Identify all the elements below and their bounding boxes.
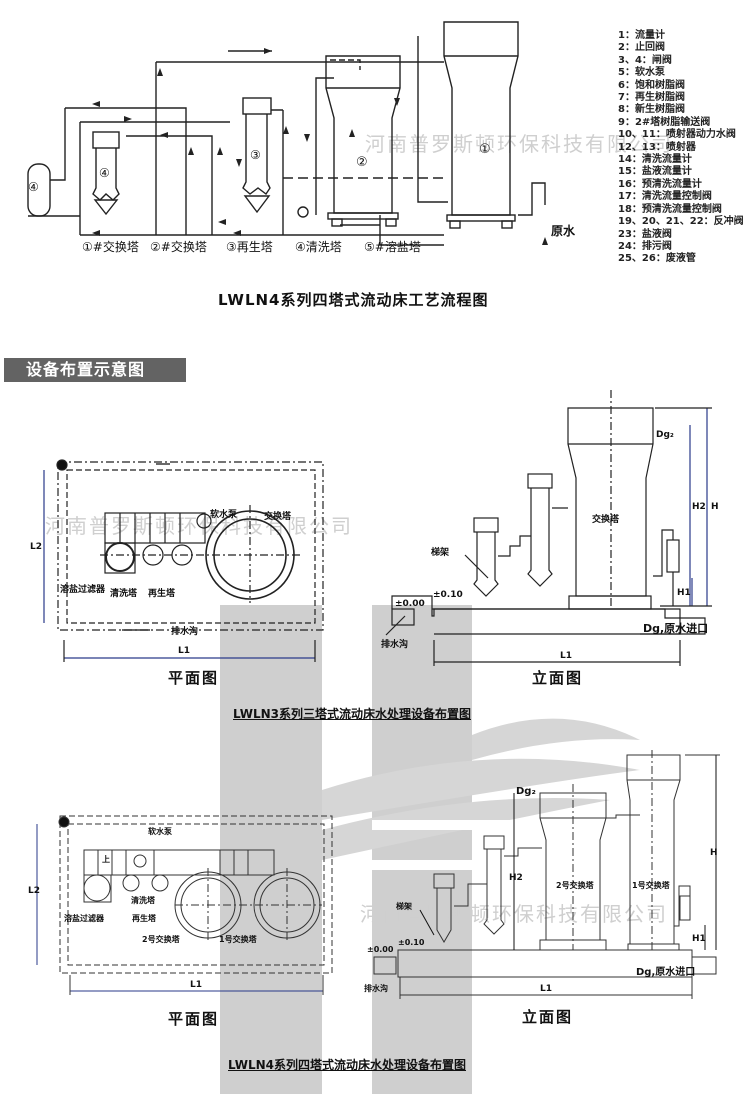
label-pump: 软水泵 <box>210 510 238 520</box>
vessel-mark: ③ <box>250 148 261 162</box>
tower-label: ⑤#溶盐塔 <box>364 240 421 254</box>
legend-item: 9：2#塔树脂输送阀 <box>618 116 711 128</box>
legend-item: 14：清洗流量计 <box>618 154 692 166</box>
level-1: ±0.10 <box>398 938 425 947</box>
tower-label: ③再生塔 <box>226 240 273 254</box>
vessel-mark: ④ <box>99 166 110 180</box>
watermark: 河南普罗斯顿环保科技有限公司 <box>360 902 668 926</box>
label-dg2: Dg₂ <box>516 786 536 797</box>
label-inlet: Dg,原水进口 <box>636 967 696 978</box>
label-exchange-tower-2: 2号交换塔 <box>556 881 594 890</box>
plan-caption: 平面图 <box>168 669 220 687</box>
pump-icon <box>297 206 309 218</box>
section-header: 设备布置示意图 <box>4 358 186 382</box>
dim-h1: H1 <box>692 934 706 944</box>
dim-h: H <box>711 502 719 512</box>
label-pump: 软水泵 <box>148 827 172 836</box>
legend-item: 19、20、21、22：反冲阀 <box>618 216 744 228</box>
tower-label: ①#交换塔 <box>82 240 139 254</box>
exchange-tower-2 <box>325 55 401 227</box>
legend-item: 1：流量计 <box>618 30 665 41</box>
elevation-caption: 立面图 <box>532 669 584 687</box>
dim-l1: L1 <box>178 646 190 656</box>
dim-h1: H1 <box>677 588 691 598</box>
dim-l2: L2 <box>28 886 40 896</box>
legend-item: 8：新生树脂阀 <box>618 104 685 116</box>
label-up: 上 <box>102 855 110 864</box>
exchange-tower-1 <box>443 21 519 229</box>
label-dg2: Dg₂ <box>656 430 674 440</box>
lwln3-elevation-view <box>385 390 712 666</box>
label-drain: 排水沟 <box>381 640 409 650</box>
label-exchange-tower: 交换塔 <box>592 515 620 525</box>
legend-item: 17：清洗流量控制阀 <box>618 191 712 203</box>
legend-item: 7：再生树脂阀 <box>618 92 685 104</box>
dim-l1: L1 <box>190 980 202 990</box>
label-filter: 溶盐过滤器 <box>60 585 106 595</box>
label-exchange-tower: 交换塔 <box>264 512 292 522</box>
label-wash-tower: 清洗塔 <box>110 589 138 599</box>
legend-item: 16：预清洗流量计 <box>618 178 702 190</box>
label-ladder: 梯架 <box>396 902 412 911</box>
legend-item: 24：排污阀 <box>618 240 672 252</box>
label-wash-tower: 清洗塔 <box>131 896 155 905</box>
flow-diagram-title: LWLN4系列四塔式流动床工艺流程图 <box>218 291 489 309</box>
legend-item: 23：盐液阀 <box>618 228 672 240</box>
legend-item: 12、13：喷射器 <box>618 141 696 153</box>
dim-h2: H2 <box>509 873 523 883</box>
label-ladder: 梯架 <box>431 548 450 558</box>
tower-label: ④清洗塔 <box>295 240 342 254</box>
label-filter: 溶盐过滤器 <box>64 914 104 923</box>
legend-item: 3、4：闸阀 <box>618 54 672 66</box>
valve-legend: 1：流量计 2：止回阀 3、4：闸阀 5：软水泵 6：饱和树脂阀 7：再生树脂阀… <box>618 30 744 266</box>
lwln4-elevation-view <box>373 750 720 999</box>
dim-h2: H2 <box>692 502 706 512</box>
level-0: ±0.00 <box>367 945 394 954</box>
legend-item: 10、11：喷射器动力水阀 <box>618 129 736 141</box>
label-exchange-tower-1: 1号交换塔 <box>219 935 257 944</box>
lwln3-title: LWLN3系列三塔式流动床水处理设备布置图 <box>233 707 471 721</box>
lwln3-plan-view <box>43 459 324 662</box>
vessel-mark: ② <box>356 155 368 170</box>
dim-l2: L2 <box>30 542 42 552</box>
regeneration-tower <box>242 97 272 214</box>
wash-tower <box>92 131 120 216</box>
dim-l1: L1 <box>540 984 552 994</box>
dim-h: H <box>710 848 718 858</box>
raw-water-label: 原水 <box>551 224 576 238</box>
legend-item: 25、26：废液管 <box>618 253 696 265</box>
vessel-mark: ① <box>479 142 491 157</box>
label-exchange-tower-2: 2号交换塔 <box>142 935 180 944</box>
tower-label: ②#交换塔 <box>150 240 207 254</box>
label-regen-tower: 再生塔 <box>148 589 176 599</box>
label-exchange-tower-1: 1号交换塔 <box>632 881 670 890</box>
watermark: 河南普罗斯顿环保科技有限公司 <box>365 132 673 156</box>
elevation-caption: 立面图 <box>522 1008 574 1026</box>
lwln4-plan-view <box>36 815 333 995</box>
label-regen-tower: 再生塔 <box>132 914 156 923</box>
legend-item: 5：软水泵 <box>618 67 665 79</box>
flow-arrows <box>92 48 548 245</box>
label-inlet: Dg,原水进口 <box>643 622 709 635</box>
label-drain: 排水沟 <box>364 984 388 993</box>
label-drain: 排水沟 <box>171 627 199 637</box>
legend-item: 18：预清洗流量控制阀 <box>618 203 722 215</box>
level-0: ±0.00 <box>395 599 425 609</box>
legend-item: 15：盐液流量计 <box>618 166 692 178</box>
legend-item: 2：止回阀 <box>618 42 665 54</box>
lwln4-title: LWLN4系列四塔式流动床水处理设备布置图 <box>228 1058 466 1072</box>
plan-caption: 平面图 <box>168 1010 220 1028</box>
level-1: ±0.10 <box>433 590 463 600</box>
dim-l1: L1 <box>560 651 572 661</box>
legend-item: 6：饱和树脂阀 <box>618 79 685 91</box>
vessel-mark: ④ <box>28 180 39 194</box>
